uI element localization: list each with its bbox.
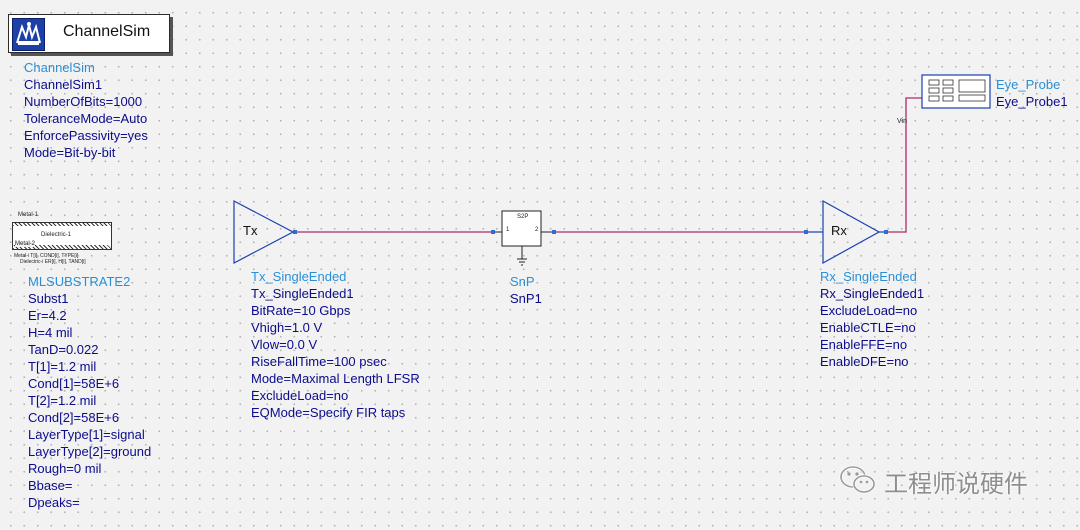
param-line: Dpeaks=: [28, 495, 80, 510]
param-line: LayerType[2]=ground: [28, 444, 152, 459]
param-line: Er=4.2: [28, 308, 67, 323]
param-line: Tx_SingleEnded: [251, 269, 347, 284]
channelsim-icon: [12, 18, 45, 51]
param-line: SnP: [510, 274, 535, 289]
rx-symbol[interactable]: Rx: [801, 198, 893, 266]
param-line: ExcludeLoad=no: [251, 388, 349, 403]
snp-params: SnP SnP1: [510, 273, 542, 307]
param-line: Eye_Probe: [996, 77, 1061, 92]
channelsim-title: ChannelSim: [63, 23, 151, 40]
param-line: T[2]=1.2 mil: [28, 393, 97, 408]
param-line: MLSUBSTRATE2: [28, 274, 131, 289]
substrate-legend-2: Dielectric-i ER[i], H[i], TAND[i]: [20, 259, 86, 265]
param-line: LayerType[1]=signal: [28, 427, 145, 442]
param-line: TanD=0.022: [28, 342, 99, 357]
param-line: ExcludeLoad=no: [820, 303, 918, 318]
tx-symbol[interactable]: Tx: [230, 198, 302, 266]
watermark-text: 工程师说硬件: [884, 470, 1028, 498]
param-line: ChannelSim: [24, 60, 95, 75]
tx-symbol-label: Tx: [243, 223, 258, 238]
param-line: Subst1: [28, 291, 69, 306]
param-line: SnP1: [510, 291, 542, 306]
rx-symbol-label: Rx: [831, 223, 847, 238]
param-line: Eye_Probe1: [996, 94, 1068, 109]
param-line: Vhigh=1.0 V: [251, 320, 323, 335]
substrate-metal-bottom-label: Metal-2: [15, 241, 36, 247]
param-line: Bbase=: [28, 478, 73, 493]
rx-params: Rx_SingleEnded Rx_SingleEnded1 ExcludeLo…: [820, 268, 924, 370]
param-line: Vlow=0.0 V: [251, 337, 318, 352]
eye-probe-pin-label: Vin: [897, 118, 907, 125]
substrate-legend-1: Metal-i T[i], COND[i], TYPE[i]: [14, 253, 79, 259]
eye-probe-symbol[interactable]: [921, 74, 993, 112]
param-line: Rx_SingleEnded: [820, 269, 917, 284]
param-line: Cond[1]=58E+6: [28, 376, 120, 391]
channelsim-controller[interactable]: ChannelSim: [8, 14, 170, 53]
param-line: Tx_SingleEnded1: [251, 286, 354, 301]
snp-port1-label: 1: [506, 227, 510, 233]
substrate-params: MLSUBSTRATE2 Subst1 Er=4.2 H=4 mil TanD=…: [28, 273, 151, 511]
param-line: BitRate=10 Gbps: [251, 303, 351, 318]
param-line: Rough=0 mil: [28, 461, 102, 476]
snp-block[interactable]: S2P 1 2: [489, 208, 561, 270]
param-line: EQMode=Specify FIR taps: [251, 405, 406, 420]
substrate-metal-top-label: Metal-1: [18, 212, 39, 218]
param-line: EnableFFE=no: [820, 337, 908, 352]
snp-box-label: S2P: [517, 214, 529, 220]
param-line: ChannelSim1: [24, 77, 103, 92]
param-line: Rx_SingleEnded1: [820, 286, 925, 301]
param-line: Mode=Bit-by-bit: [24, 145, 116, 160]
param-line: Cond[2]=58E+6: [28, 410, 120, 425]
param-line: ToleranceMode=Auto: [24, 111, 148, 126]
param-line: EnableDFE=no: [820, 354, 909, 369]
channelsim-params: ChannelSim ChannelSim1 NumberOfBits=1000…: [24, 59, 148, 161]
param-line: EnableCTLE=no: [820, 320, 916, 335]
substrate-symbol[interactable]: Metal-1 Dielectric-1 Metal-2 Metal-i T[i…: [8, 212, 112, 265]
param-line: H=4 mil: [28, 325, 73, 340]
wechat-logo-icon: [839, 465, 876, 494]
eye-probe-params: Eye_Probe Eye_Probe1: [996, 76, 1068, 110]
tx-params: Tx_SingleEnded Tx_SingleEnded1 BitRate=1…: [251, 268, 420, 421]
param-line: T[1]=1.2 mil: [28, 359, 97, 374]
param-line: Mode=Maximal Length LFSR: [251, 371, 420, 386]
param-line: NumberOfBits=1000: [24, 94, 143, 109]
wire-rx-to-eye[interactable]: [886, 97, 922, 233]
substrate-dielectric-label: Dielectric-1: [41, 232, 72, 238]
param-line: EnforcePassivity=yes: [24, 128, 148, 143]
snp-port2-label: 2: [535, 227, 539, 233]
param-line: RiseFallTime=100 psec: [251, 354, 387, 369]
